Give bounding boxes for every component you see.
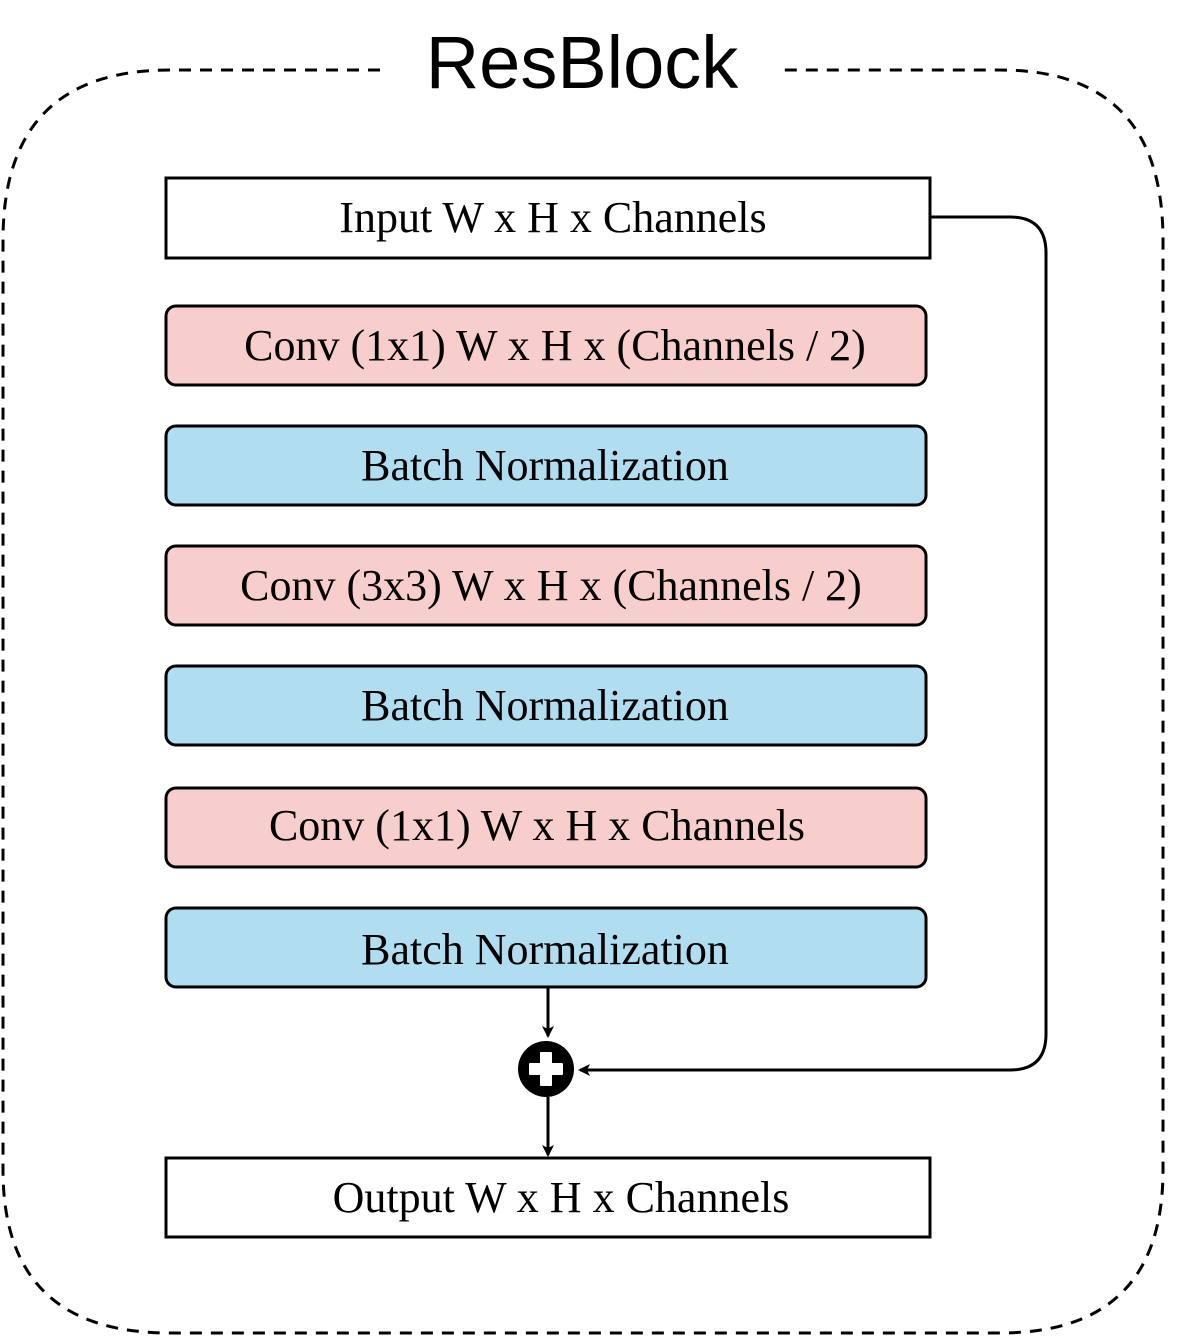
layer-label: Batch Normalization: [361, 925, 729, 974]
layer-label: Batch Normalization: [361, 441, 729, 490]
layer-bn1: Batch Normalization: [164, 424, 928, 507]
layer-label: Conv (3x3) W x H x (Channels / 2): [240, 561, 862, 610]
layer-box: [164, 544, 928, 627]
layer-box: [164, 1156, 932, 1239]
layer-bn2: Batch Normalization: [164, 664, 928, 747]
layer-box: [164, 176, 932, 260]
layer-box: [164, 424, 928, 507]
resblock-container: [1, 68, 1165, 1335]
diagram-title: ResBlock: [426, 21, 740, 104]
layer-label: Input W x H x Channels: [339, 193, 766, 242]
layer-box: [164, 786, 928, 869]
layer-box: [164, 906, 928, 989]
layer-label: Conv (1x1) W x H x Channels: [269, 801, 805, 850]
skip-connection-arrow: [578, 215, 1048, 1076]
layer-label: Batch Normalization: [361, 681, 729, 730]
layer-input: Input W x H x Channels: [164, 176, 932, 260]
layer-label: Output W x H x Channels: [333, 1173, 790, 1222]
layer-bn3: Batch Normalization: [164, 906, 928, 989]
layer-box: [164, 664, 928, 747]
layer-label: Conv (1x1) W x H x (Channels / 2): [244, 321, 866, 370]
layer-box: [164, 304, 928, 387]
plus-circle-icon: [518, 1041, 574, 1097]
layer-conv3: Conv (1x1) W x H x Channels: [164, 786, 928, 869]
layer-conv1: Conv (1x1) W x H x (Channels / 2): [164, 304, 928, 387]
layer-output: Output W x H x Channels: [164, 1156, 932, 1239]
layer-conv2: Conv (3x3) W x H x (Channels / 2): [164, 544, 928, 627]
